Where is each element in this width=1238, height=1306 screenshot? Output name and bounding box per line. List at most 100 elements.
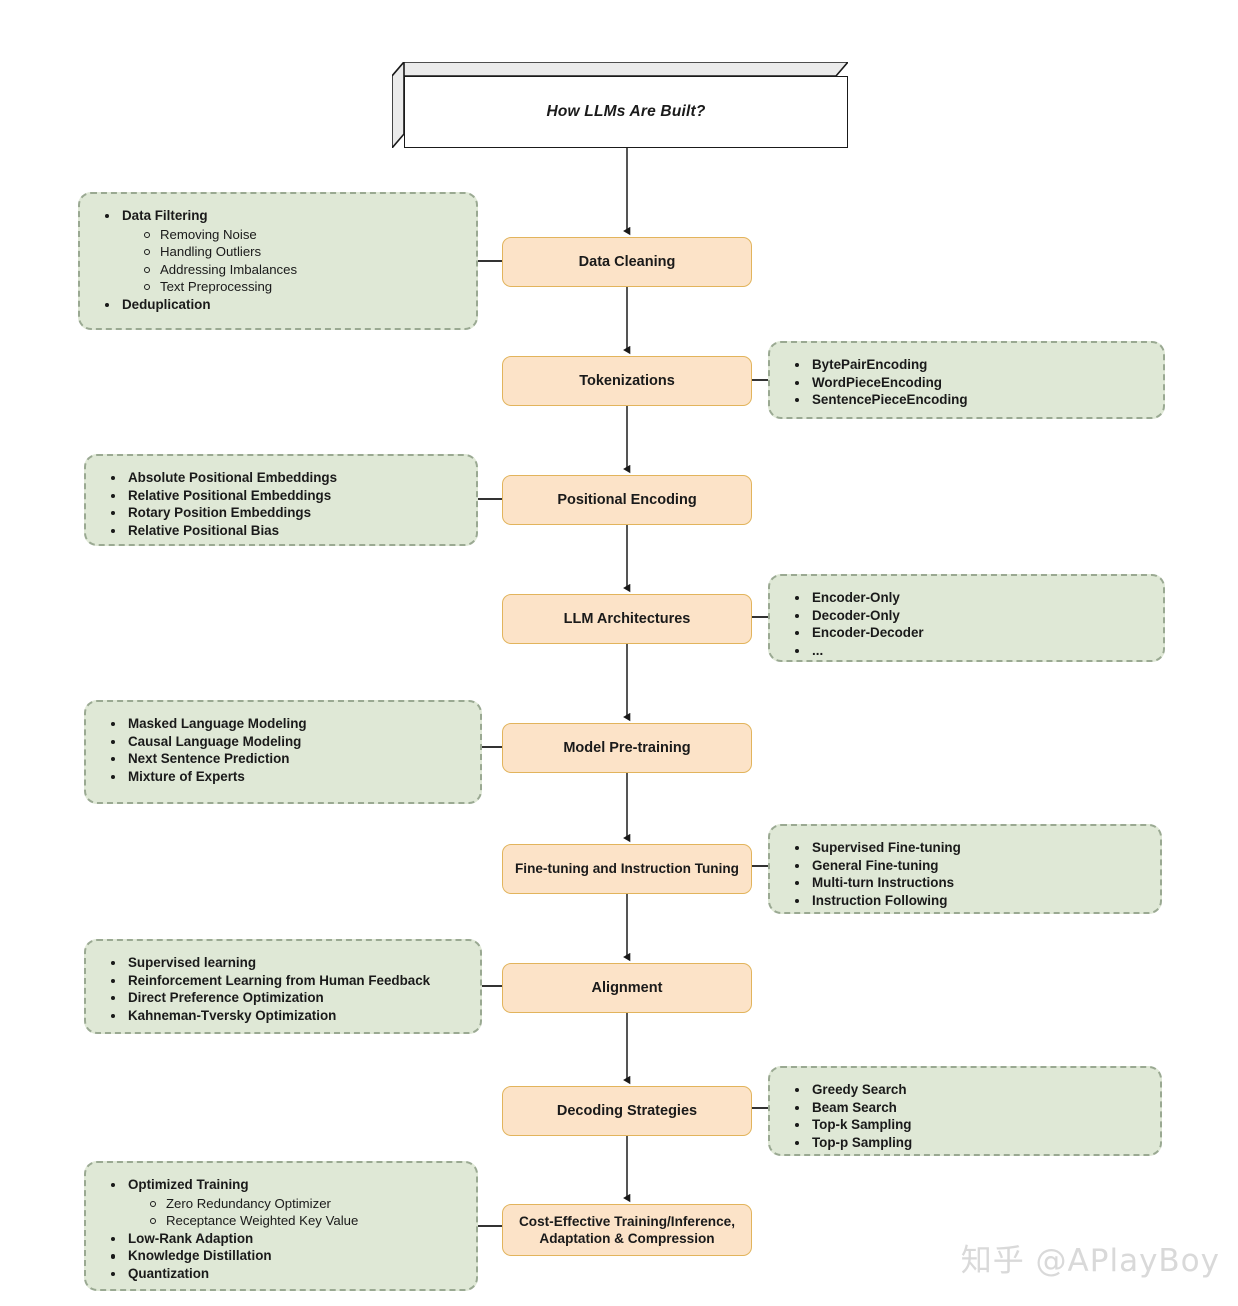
list-item-label: Masked Language Modeling bbox=[128, 716, 307, 731]
note-alignment: Supervised learning Reinforcement Learni… bbox=[84, 939, 482, 1034]
list-item: Supervised Fine-tuning bbox=[795, 839, 1144, 857]
note-list: Absolute Positional Embeddings Relative … bbox=[100, 469, 460, 539]
node-label: Fine-tuning and Instruction Tuning bbox=[514, 861, 739, 877]
list-item: Supervised learning bbox=[111, 954, 464, 972]
list-item-label: Instruction Following bbox=[812, 892, 948, 908]
list-item: Masked Language Modeling bbox=[111, 715, 464, 733]
list-item-label: Beam Search bbox=[812, 1099, 897, 1115]
list-item-label: BytePairEncoding bbox=[812, 357, 928, 372]
node-decoding-strategies[interactable]: Decoding Strategies bbox=[502, 1086, 752, 1136]
list-item-label: Top-k Sampling bbox=[812, 1117, 912, 1133]
list-subitem-label: Addressing Imbalances bbox=[160, 261, 298, 277]
list-subitem-label: Handling Outliers bbox=[160, 244, 262, 260]
node-label: Decoding Strategies bbox=[556, 1102, 698, 1119]
node-label: LLM Architectures bbox=[563, 610, 691, 627]
list-item: Optimized Training Zero Redundancy Optim… bbox=[111, 1176, 460, 1230]
list-item-label: WordPieceEncoding bbox=[812, 374, 942, 390]
node-label: Positional Encoding bbox=[557, 491, 697, 508]
node-alignment[interactable]: Alignment bbox=[502, 963, 752, 1013]
list-item: Relative Positional Embeddings bbox=[111, 487, 460, 505]
node-label: Alignment bbox=[591, 979, 663, 996]
list-item: Mixture of Experts bbox=[111, 768, 464, 786]
note-llm-architectures: Encoder-Only Decoder-Only Encoder-Decode… bbox=[768, 574, 1165, 662]
list-item: Data Filtering Removing Noise Handling O… bbox=[105, 207, 460, 296]
list-item: Next Sentence Prediction bbox=[111, 750, 464, 768]
list-item: General Fine-tuning bbox=[795, 857, 1144, 875]
list-item-label: Absolute Positional Embeddings bbox=[128, 470, 338, 485]
list-item: Top-p Sampling bbox=[795, 1134, 1144, 1152]
list-item: Kahneman-Tversky Optimization bbox=[111, 1007, 464, 1025]
list-item-label: Mixture of Experts bbox=[128, 768, 245, 784]
note-list: Greedy Search Beam Search Top-k Sampling… bbox=[784, 1081, 1144, 1151]
list-item-label: Decoder-Only bbox=[812, 607, 900, 623]
list-item-label: Quantization bbox=[128, 1265, 210, 1281]
list-subitem-label: Text Preprocessing bbox=[160, 279, 273, 295]
list-item: Relative Positional Bias bbox=[111, 522, 460, 540]
node-cost-effective-training[interactable]: Cost-Effective Training/Inference, Adapt… bbox=[502, 1204, 752, 1256]
list-item: BytePairEncoding bbox=[795, 356, 1147, 374]
list-item: WordPieceEncoding bbox=[795, 374, 1147, 392]
node-positional-encoding[interactable]: Positional Encoding bbox=[502, 475, 752, 525]
list-item-label: Supervised Fine-tuning bbox=[812, 840, 961, 855]
list-item-label: SentencePieceEncoding bbox=[812, 392, 968, 408]
list-subitem: Handling Outliers bbox=[144, 243, 460, 261]
note-list: Supervised Fine-tuning General Fine-tuni… bbox=[784, 839, 1144, 909]
list-item: Encoder-Only bbox=[795, 589, 1147, 607]
list-subitem: Receptance Weighted Key Value bbox=[150, 1212, 460, 1230]
list-item-label: Relative Positional Bias bbox=[128, 522, 280, 538]
list-item-label: Low-Rank Adaption bbox=[128, 1230, 254, 1246]
list-item-label: Next Sentence Prediction bbox=[128, 751, 290, 767]
list-item: SentencePieceEncoding bbox=[795, 391, 1147, 409]
node-tokenizations[interactable]: Tokenizations bbox=[502, 356, 752, 406]
list-item-label: Encoder-Decoder bbox=[812, 625, 924, 641]
list-item-label: Direct Preference Optimization bbox=[128, 990, 324, 1006]
note-list: Data Filtering Removing Noise Handling O… bbox=[94, 207, 460, 313]
note-sublist: Zero Redundancy Optimizer Receptance Wei… bbox=[128, 1195, 460, 1230]
node-label: Data Cleaning bbox=[578, 253, 676, 270]
list-item: Top-k Sampling bbox=[795, 1116, 1144, 1134]
list-item: Causal Language Modeling bbox=[111, 733, 464, 751]
note-fine-tuning: Supervised Fine-tuning General Fine-tuni… bbox=[768, 824, 1162, 914]
list-item-label: ... bbox=[812, 642, 824, 658]
note-tokenizations: BytePairEncoding WordPieceEncoding Sente… bbox=[768, 341, 1165, 419]
list-item: Deduplication bbox=[105, 296, 460, 314]
list-item: Low-Rank Adaption bbox=[111, 1230, 460, 1248]
node-llm-architectures[interactable]: LLM Architectures bbox=[502, 594, 752, 644]
note-positional-encoding: Absolute Positional Embeddings Relative … bbox=[84, 454, 478, 546]
list-item-label: Rotary Position Embeddings bbox=[128, 505, 312, 521]
list-item: Multi-turn Instructions bbox=[795, 874, 1144, 892]
node-fine-tuning-and-instruction-tuning[interactable]: Fine-tuning and Instruction Tuning bbox=[502, 844, 752, 894]
list-item-label: Optimized Training bbox=[128, 1177, 249, 1192]
watermark: 知乎 @APlayBoy bbox=[960, 1243, 1220, 1279]
list-item-label: Causal Language Modeling bbox=[128, 733, 302, 749]
note-list: BytePairEncoding WordPieceEncoding Sente… bbox=[784, 356, 1147, 409]
node-model-pre-training[interactable]: Model Pre-training bbox=[502, 723, 752, 773]
note-list: Encoder-Only Decoder-Only Encoder-Decode… bbox=[784, 589, 1147, 659]
list-item-label: Knowledge Distillation bbox=[128, 1248, 272, 1264]
node-data-cleaning[interactable]: Data Cleaning bbox=[502, 237, 752, 287]
list-item: Quantization bbox=[111, 1265, 460, 1283]
note-decoding-strategies: Greedy Search Beam Search Top-k Sampling… bbox=[768, 1066, 1162, 1156]
list-item-label: Supervised learning bbox=[128, 955, 256, 970]
node-label: Model Pre-training bbox=[563, 739, 691, 756]
list-subitem-label: Removing Noise bbox=[160, 226, 257, 242]
list-subitem: Text Preprocessing bbox=[144, 278, 460, 296]
list-item-label: Reinforcement Learning from Human Feedba… bbox=[128, 972, 431, 988]
list-item-label: Encoder-Only bbox=[812, 590, 900, 605]
list-item: Instruction Following bbox=[795, 892, 1144, 910]
list-item-label: Relative Positional Embeddings bbox=[128, 487, 332, 503]
list-subitem: Removing Noise bbox=[144, 226, 460, 244]
list-item: Beam Search bbox=[795, 1099, 1144, 1117]
list-item: Absolute Positional Embeddings bbox=[111, 469, 460, 487]
list-item: Encoder-Decoder bbox=[795, 624, 1147, 642]
list-item: Knowledge Distillation bbox=[111, 1247, 460, 1265]
title-box: How LLMs Are Built? bbox=[392, 62, 848, 148]
list-item-label: Kahneman-Tversky Optimization bbox=[128, 1007, 337, 1023]
list-item-label: Multi-turn Instructions bbox=[812, 875, 955, 891]
note-list: Optimized Training Zero Redundancy Optim… bbox=[100, 1176, 460, 1282]
list-item: Rotary Position Embeddings bbox=[111, 504, 460, 522]
list-item-label: Data Filtering bbox=[122, 208, 208, 223]
note-model-pre-training: Masked Language Modeling Causal Language… bbox=[84, 700, 482, 804]
note-data-cleaning: Data Filtering Removing Noise Handling O… bbox=[78, 192, 478, 330]
